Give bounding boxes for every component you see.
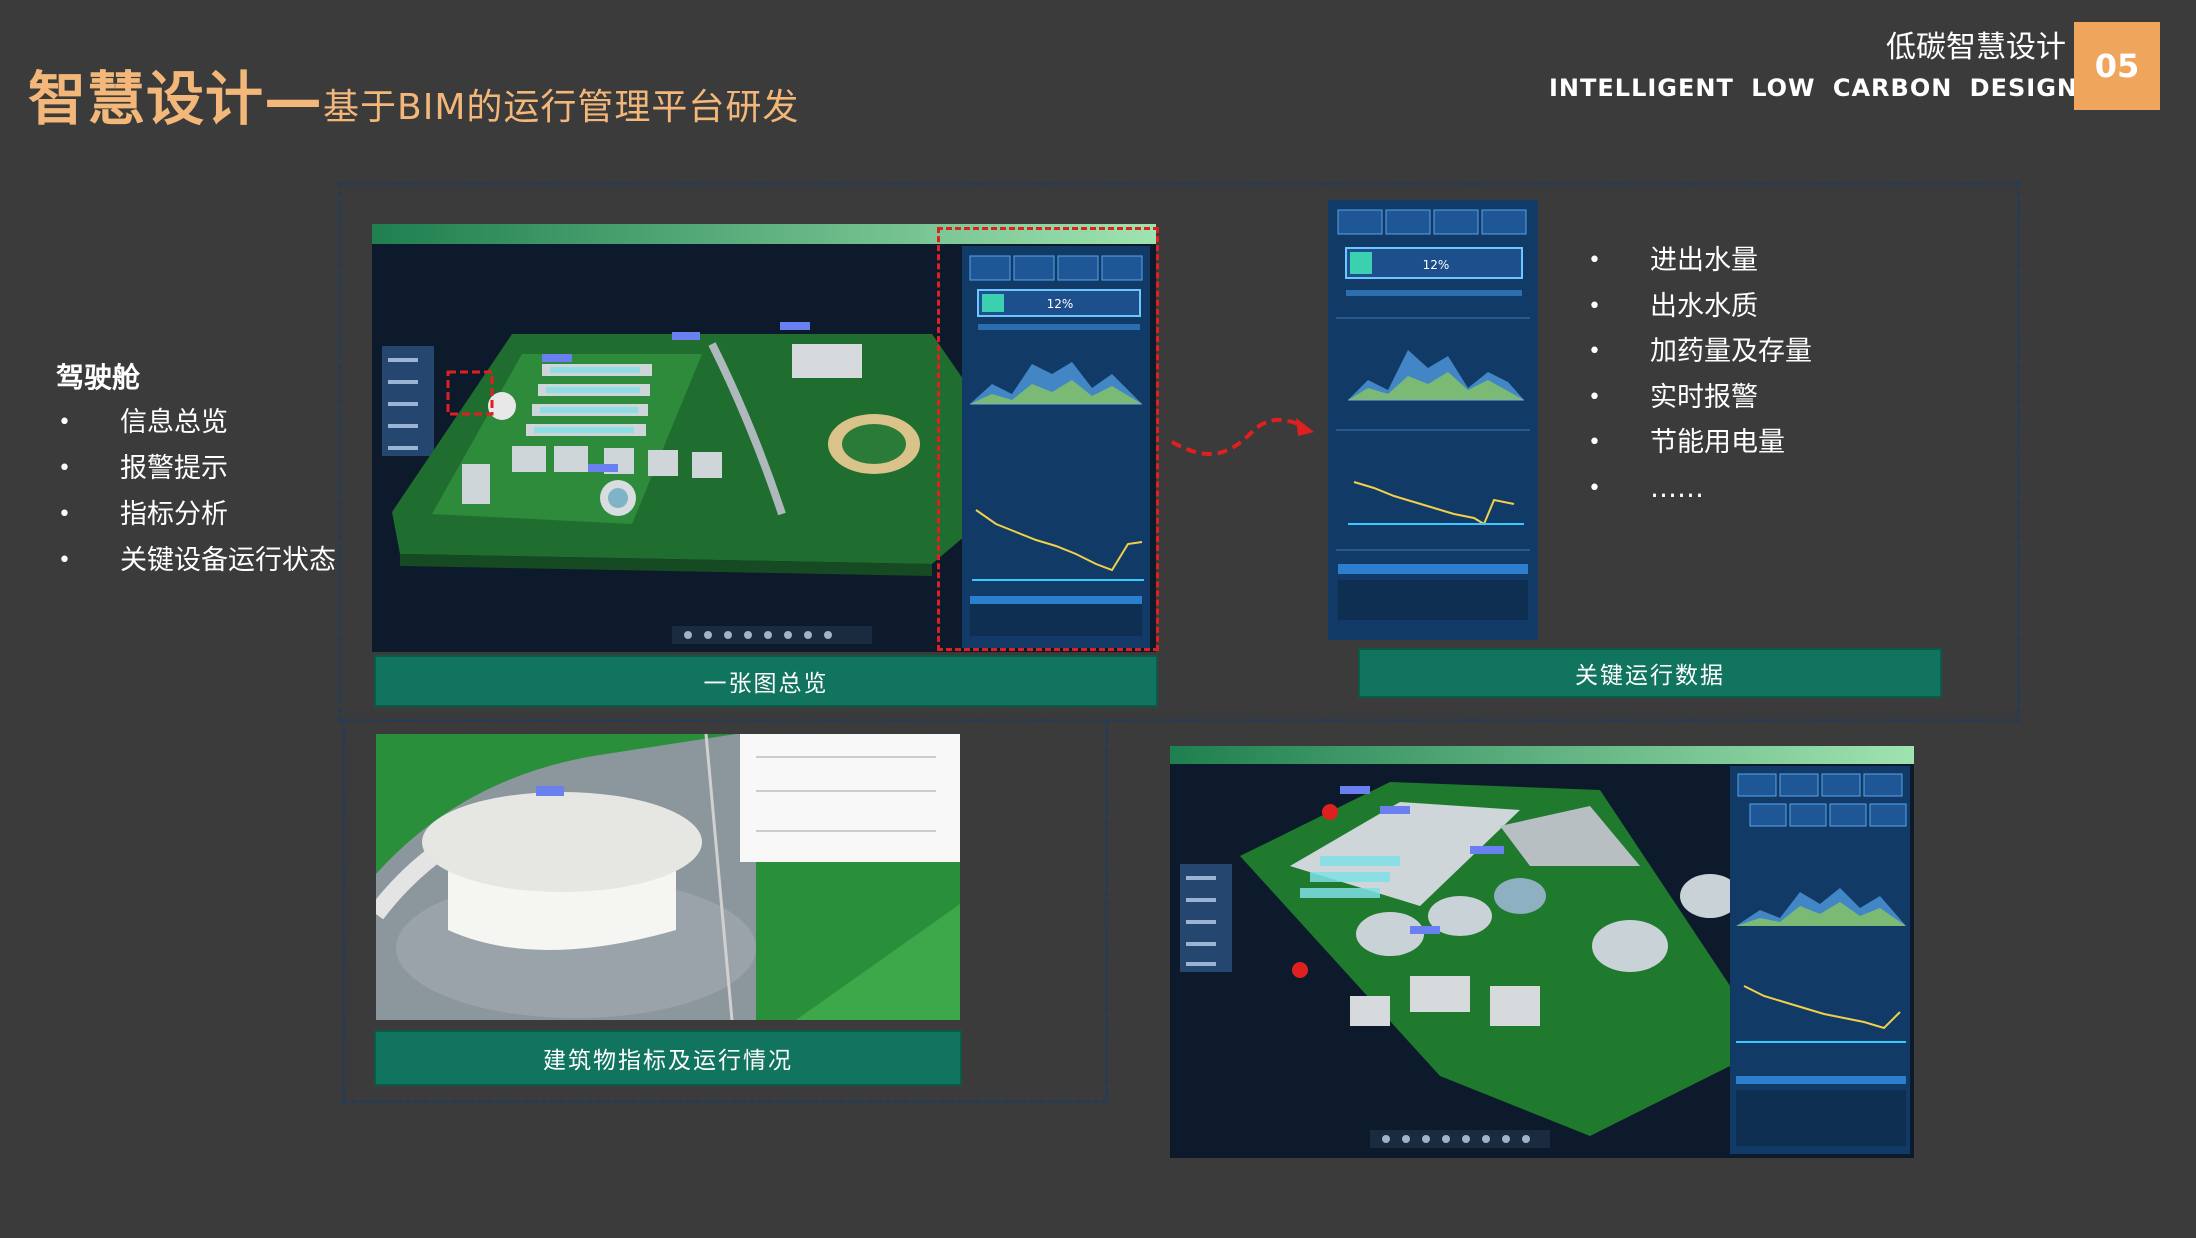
brand-chinese: 低碳智慧设计 bbox=[1886, 30, 2066, 65]
key-data-list: 进出水量 出水水质 加药量及存量 实时报警 节能用电量 …… bbox=[1588, 238, 1812, 512]
platform-screenshot bbox=[1170, 746, 1914, 1158]
caption-overview: 一张图总览 bbox=[374, 655, 1158, 707]
overview-scene: 12% bbox=[372, 224, 1156, 652]
list-item: 关键设备运行状态 bbox=[58, 538, 336, 584]
cockpit-list: 信息总览 报警提示 指标分析 关键设备运行状态 bbox=[58, 400, 336, 584]
arrow-icon bbox=[1171, 418, 1314, 457]
list-item: 加药量及存量 bbox=[1588, 329, 1812, 375]
list-item: 出水水质 bbox=[1588, 284, 1812, 330]
list-item: 报警提示 bbox=[58, 446, 336, 492]
page-title: 智慧设计—基于BIM的运行管理平台研发 bbox=[28, 65, 800, 133]
cockpit-title: 驾驶舱 bbox=[56, 361, 141, 394]
bottom-dashed-frame bbox=[342, 720, 1108, 1103]
key-data-panel: 12% bbox=[1328, 200, 1538, 640]
overview-screenshot: 12% bbox=[372, 224, 1156, 652]
percent-label: 12% bbox=[1047, 297, 1074, 311]
top-dashed-frame bbox=[338, 182, 2020, 722]
list-item: 节能用电量 bbox=[1588, 420, 1812, 466]
platform-scene bbox=[1170, 746, 1914, 1158]
page-number-badge: 05 bbox=[2074, 22, 2160, 110]
building-screenshot bbox=[376, 734, 960, 1020]
building-scene bbox=[376, 734, 960, 1020]
caption-building: 建筑物指标及运行情况 bbox=[374, 1030, 962, 1086]
percent-label: 12% bbox=[1423, 258, 1450, 272]
list-item: 进出水量 bbox=[1588, 238, 1812, 284]
dashboard-highlight-frame bbox=[937, 227, 1159, 651]
page-subtitle: 基于BIM的运行管理平台研发 bbox=[323, 87, 800, 128]
list-item: 指标分析 bbox=[58, 492, 336, 538]
caption-key-data: 关键运行数据 bbox=[1358, 648, 1942, 698]
brand-english: INTELLIGENT LOW CARBON DESIGN bbox=[1549, 74, 2078, 102]
key-data-screenshot: 12% bbox=[1328, 200, 1538, 640]
list-item: 信息总览 bbox=[58, 400, 336, 446]
list-item: 实时报警 bbox=[1588, 375, 1812, 421]
list-item: …… bbox=[1588, 466, 1812, 512]
